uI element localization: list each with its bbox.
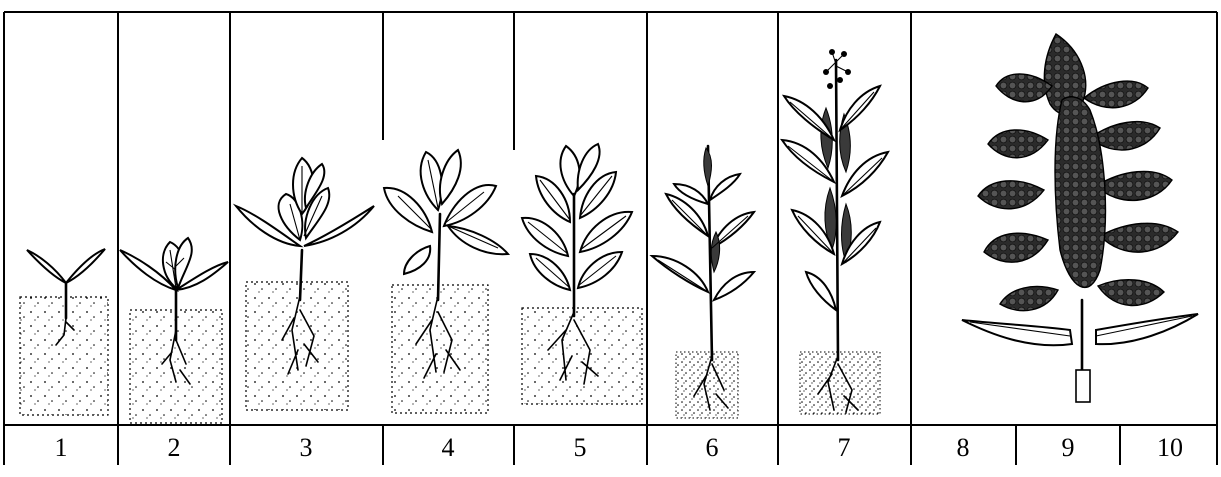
soil-block bbox=[20, 297, 108, 415]
stage-2-seedling-illustration bbox=[120, 238, 228, 423]
stage-label: 8 bbox=[957, 433, 970, 462]
stage-labels: 1 2 3 4 5 6 7 8 9 10 bbox=[55, 433, 1184, 462]
soil-block bbox=[522, 308, 642, 404]
stage-1-seedling-illustration bbox=[20, 249, 108, 415]
stage-6-plant-illustration bbox=[652, 146, 754, 418]
soil-block bbox=[800, 352, 880, 414]
stage-8-10-panicle-illustration bbox=[962, 34, 1198, 402]
stage-label: 3 bbox=[300, 433, 313, 462]
stage-label: 10 bbox=[1157, 433, 1183, 462]
stage-7-plant-illustration bbox=[782, 49, 888, 414]
soil-block bbox=[246, 282, 348, 410]
stage-4-plant-illustration bbox=[384, 150, 508, 413]
stage-label: 7 bbox=[838, 433, 851, 462]
stage-label: 2 bbox=[168, 433, 181, 462]
stage-label: 4 bbox=[442, 433, 455, 462]
stage-label: 9 bbox=[1062, 433, 1075, 462]
stage-5-plant-illustration bbox=[522, 144, 642, 404]
stage-label: 6 bbox=[706, 433, 719, 462]
soil-block bbox=[392, 285, 488, 413]
stage-label: 5 bbox=[574, 433, 587, 462]
stage-label: 1 bbox=[55, 433, 68, 462]
stage-3-plant-illustration bbox=[236, 158, 374, 410]
